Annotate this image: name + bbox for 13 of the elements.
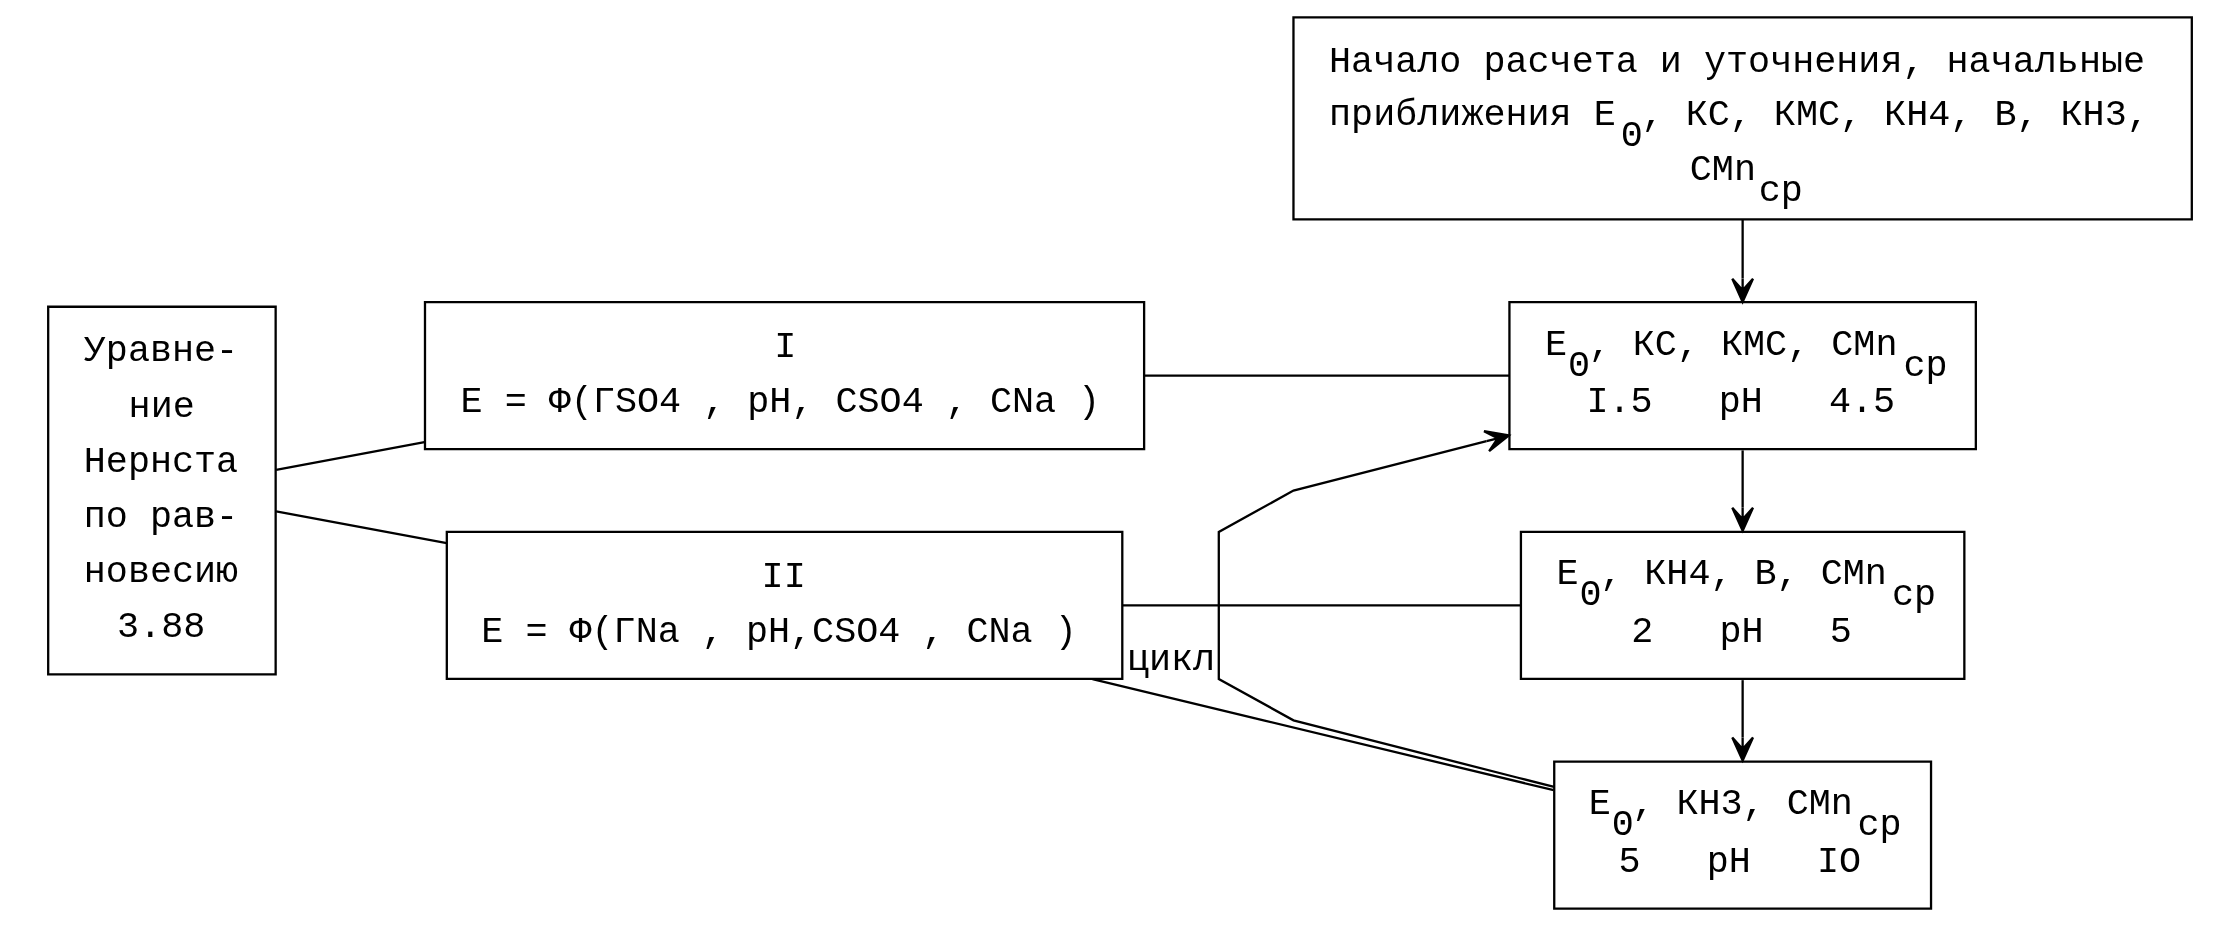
edge-label: цикл [1126,638,1215,681]
connector [1121,604,1521,607]
arrow [1217,430,1554,789]
arrow [1730,450,1754,532]
node-box: II E = Φ(ΓNa , pH,CSO4 , CNa ) [445,530,1123,681]
arrow [1730,680,1754,762]
arrow [1730,219,1754,303]
connector [275,441,425,471]
node-box: Уравне- ние Нернста по рав- новесию 3.88 [46,305,277,676]
connector [275,510,447,545]
connector [1144,374,1509,377]
node-box: I E = Φ(ΓSO4 , pH, CSO4 , CNa ) [423,301,1145,451]
connector [1091,677,1554,792]
